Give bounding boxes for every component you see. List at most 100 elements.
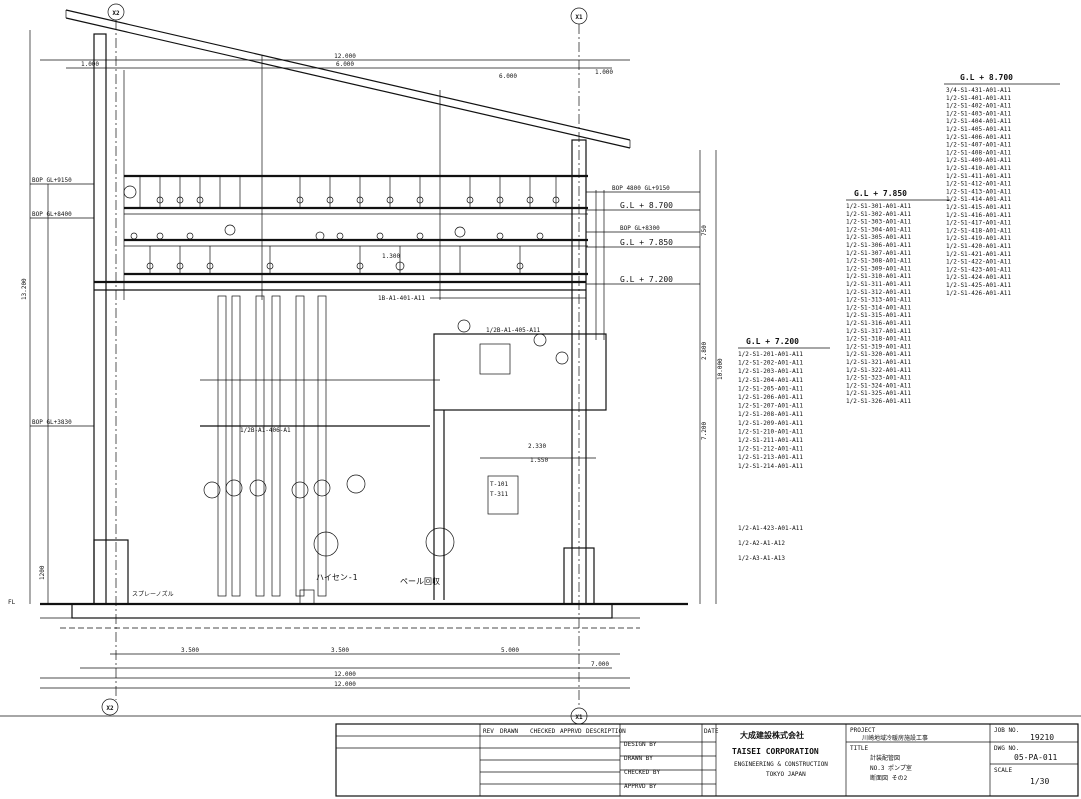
dim-mid-2: 2.330 [528,443,546,450]
schedule-gl8700-row: 1/2-S1-417-A01-A11 [946,220,1011,227]
schedule-gl7200-row: 1/2-S1-207-A01-A11 [738,403,803,410]
schedule-gl7850-row: 1/2-S1-305-A01-A11 [846,234,911,241]
schedule-gl7850-row: 1/2-S1-307-A01-A11 [846,250,911,257]
schedule-gl7200-row: 1/2-S1-204-A01-A11 [738,377,803,384]
svg-text:DWG NO.: DWG NO. [994,745,1019,752]
schedule-gl8700-row: 1/2-S1-402-A01-A11 [946,103,1011,110]
svg-text:BOP GL+8300: BOP GL+8300 [620,225,660,232]
svg-text:13.200: 13.200 [21,278,28,300]
svg-text:JOB NO.: JOB NO. [994,727,1019,734]
svg-text:G.L + 7.200: G.L + 7.200 [620,275,673,284]
grid-x1-top: X1 [570,7,588,25]
schedule-gl8700-row: 1/2-S1-421-A01-A11 [946,251,1011,258]
schedule-gl7200-row: 1/2-S1-213-A01-A11 [738,454,803,461]
schedule-gl8700-row: 1/2-S1-424-A01-A11 [946,274,1011,281]
schedule-gl8700-row: 1/2-S1-412-A01-A11 [946,181,1011,188]
schedule-gl8700-row: 1/2-S1-420-A01-A11 [946,243,1011,250]
schedule-gl8700-row: 1/2-S1-415-A01-A11 [946,204,1011,211]
svg-text:DRAWN: DRAWN [500,728,518,735]
svg-text:6.000: 6.000 [499,73,517,80]
schedule-gl7850-row: 1/2-S1-306-A01-A11 [846,242,911,249]
building-frame [40,33,688,629]
svg-text:REV: REV [483,728,494,735]
svg-text:1200: 1200 [39,565,46,580]
svg-text:G.L + 8.700: G.L + 8.700 [960,73,1013,82]
dim-mid-3: 1.550 [530,457,548,464]
schedule-gl8700-row: 1/2-S1-425-A01-A11 [946,282,1011,289]
schedule-gl7200-row: 1/2-S1-202-A01-A11 [738,360,803,367]
svg-text:FL: FL [8,599,16,606]
schedule-gl7850-row: 1/2-S1-316-A01-A11 [846,320,911,327]
schedule-gl8700-row: 1/2-S1-409-A01-A11 [946,157,1011,164]
schedule-gl7850-row: 1/2-S1-314-A01-A11 [846,304,911,311]
handwritten-note-1: ハイセン-1 [316,573,358,582]
svg-text:10.000: 10.000 [717,358,724,380]
svg-text:3.500: 3.500 [331,647,349,654]
schedule-gl7850-row: 1/2-S1-323-A01-A11 [846,375,911,382]
schedule-gl7850-row: 1/2-S1-313-A01-A11 [846,297,911,304]
svg-text:1.000: 1.000 [595,69,613,76]
schedule-gl8700-row: 1/2-S1-419-A01-A11 [946,235,1011,242]
left-dimensions: 13.200 1200 [21,30,49,604]
schedule-gl8700-row: 1/2-S1-416-A01-A11 [946,212,1011,219]
level-labels-right: BOP 4800 GL+9150 G.L + 8.700 BOP GL+8300… [586,185,700,285]
pipe-rack-upper [123,174,588,276]
schedule-gl7200-row: 1/2-S1-210-A01-A11 [738,428,803,435]
svg-text:TITLE: TITLE [850,745,868,752]
svg-text:19210: 19210 [1030,733,1054,742]
schedule-gl7200-extra-row: 1/2-A1-423-A01-A11 [738,525,803,532]
schedule-gl7850-row: 1/2-S1-324-A01-A11 [846,382,911,389]
svg-text:BOP GL+8400: BOP GL+8400 [32,211,72,218]
schedule-gl7850-row: 1/2-S1-317-A01-A11 [846,328,911,335]
svg-text:7.000: 7.000 [591,661,609,668]
schedule-gl7850-row: 1/2-S1-301-A01-A11 [846,203,911,210]
svg-text:TOKYO JAPAN: TOKYO JAPAN [766,771,806,778]
svg-text:APPRVD: APPRVD [560,728,582,735]
schedule-gl7850-row: 1/2-S1-315-A01-A11 [846,312,911,319]
svg-text:G.L + 8.700: G.L + 8.700 [620,201,673,210]
schedule-gl7850-row: 1/2-S1-318-A01-A11 [846,336,911,343]
spray-note: スプレーノズル [132,590,174,598]
schedule-gl7200-row: 1/2-S1-206-A01-A11 [738,394,803,401]
handwritten-note-2: ペール回収 [400,576,440,586]
svg-text:G.L + 7.850: G.L + 7.850 [620,238,673,247]
svg-text:1.000: 1.000 [81,61,99,68]
svg-text:12.000: 12.000 [334,53,356,60]
schedule-gl8700-row: 1/2-S1-404-A01-A11 [946,118,1011,125]
schedule-gl7200: G.L + 7.200 1/2-S1-201-A01-A111/2-S1-202… [738,337,830,562]
schedule-gl7850-row: 1/2-S1-309-A01-A11 [846,265,911,272]
svg-text:DRAWN BY: DRAWN BY [624,755,653,762]
svg-text:ENGINEERING & CONSTRUCTION: ENGINEERING & CONSTRUCTION [734,761,828,768]
schedule-gl7200-row: 1/2-S1-211-A01-A11 [738,437,803,444]
grid-x2-top: X2 [107,3,125,21]
schedule-gl7850-row: 1/2-S1-304-A01-A11 [846,226,911,233]
svg-text:12.000: 12.000 [334,671,356,678]
svg-text:BOP 4800 GL+9150: BOP 4800 GL+9150 [612,185,670,192]
pump-assembly [430,190,607,600]
level-labels-left: BOP GL+9150 BOP GL+8400 BOP GL+3830 FL [8,177,94,606]
svg-text:1/30: 1/30 [1030,777,1049,786]
schedule-gl8700-row: 1/2-S1-403-A01-A11 [946,110,1011,117]
svg-text:05-PA-011: 05-PA-011 [1014,753,1058,762]
schedule-gl7850-row: 1/2-S1-303-A01-A11 [846,219,911,226]
svg-text:X1: X1 [575,714,583,721]
schedule-gl7850: G.L + 7.850 1/2-S1-301-A01-A111/2-S1-302… [846,189,950,405]
schedule-gl8700-row: 1/2-S1-426-A01-A11 [946,290,1011,297]
schedule-gl8700-row: 1/2-S1-408-A01-A11 [946,149,1011,156]
svg-text:計装配管図: 計装配管図 [870,754,900,762]
schedule-gl7200-row: 1/2-S1-205-A01-A11 [738,385,803,392]
schedule-gl7200-row: 1/2-S1-203-A01-A11 [738,368,803,375]
title-block: REV DRAWN CHECKED APPRVD DESCRIPTION DES… [0,715,1081,797]
svg-text:DATE: DATE [704,728,719,735]
svg-text:6.000: 6.000 [336,61,354,68]
schedule-gl7200-row: 1/2-S1-201-A01-A11 [738,351,803,358]
pipe-label-a: 1B-A1-401-A11 [378,295,425,302]
svg-text:川崎地域冷暖房施設工事: 川崎地域冷暖房施設工事 [862,734,928,742]
schedule-gl8700-row: 1/2-S1-423-A01-A11 [946,266,1011,273]
top-dimensions: 12.000 1.000 6.000 6.000 1.000 [40,53,630,80]
schedule-gl7850-row: 1/2-S1-319-A01-A11 [846,343,911,350]
schedule-gl8700-row: 1/2-S1-405-A01-A11 [946,126,1011,133]
svg-text:BOP GL+9150: BOP GL+9150 [32,177,72,184]
svg-text:X2: X2 [112,10,120,17]
svg-text:APPRVD BY: APPRVD BY [624,783,657,790]
